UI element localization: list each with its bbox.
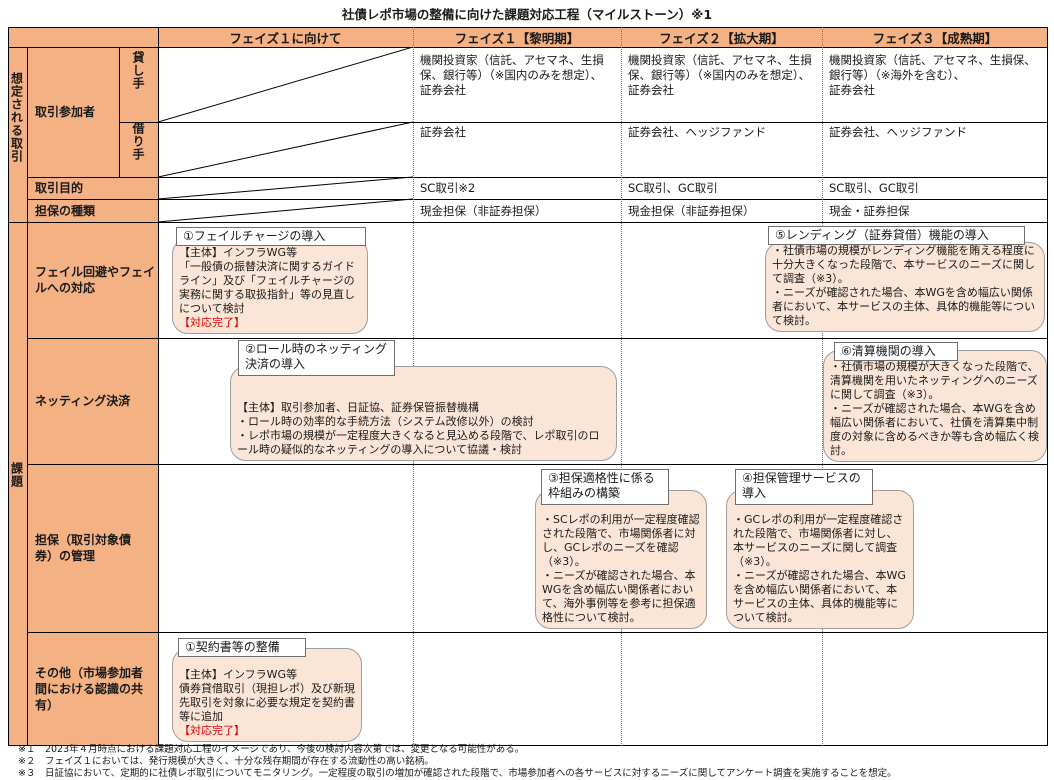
cell-collateral-phase2: 現金担保（非証券担保）	[628, 204, 755, 218]
row-label-participants: 取引参加者	[35, 105, 96, 119]
item-ccp-body: ・社債市場の規模が大きくなった段階で、清算機関を用いたネッティングへのニーズに関…	[830, 360, 1039, 457]
cell-purpose-phase1: SC取引※2	[420, 181, 476, 195]
item-coll-service-body: ・GCレポの利用が一定程度確認された段階で、市場関係者に対し、本サービスのニーズ…	[733, 513, 906, 624]
row-label-netting: ネッティング決済	[35, 394, 131, 408]
item-ccp-tag: ⑥清算機関の導入	[834, 342, 958, 361]
grid-header-bottom	[8, 47, 1048, 48]
item-eligibility: ・SCレポの利用が一定程度確認された段階で、市場関係者に対し、GCレポのニーズを…	[535, 490, 707, 629]
side-label-assumed: 想定される取引	[9, 72, 24, 163]
cell-borrower-phase3: 証券会社、ヘッジファンド	[829, 125, 967, 139]
cell-collateral-phase1: 現金担保（非証券担保）	[420, 204, 547, 218]
diagonal-strikes	[158, 47, 413, 222]
item-ccp: ・社債市場の規模が大きくなった段階で、清算機関を用いたネッティングへのニーズに関…	[823, 350, 1047, 462]
row-label-fail: フェイル回避やフェイルへの対応	[35, 265, 156, 295]
label-column-bg	[8, 47, 158, 633]
grid-right	[1047, 27, 1048, 746]
row-label-borrower: 借り手	[131, 122, 145, 161]
header-phase2: フェイズ２【拡大期】	[659, 30, 784, 46]
grid-collmgmt-bottom	[27, 632, 1048, 633]
item-roll-netting: 【主体】取引参加者、日証協、証券保管振替機構 ・ロール時の効率的な手続方法（シス…	[230, 366, 617, 461]
header-phase0: フェイズ１に向けて	[229, 30, 342, 46]
item-fail-charge-tag: ①フェイルチャージの導入	[176, 227, 366, 246]
label-column-bg-bottom	[8, 633, 158, 745]
cell-purpose-phase2: SC取引、GC取引	[628, 181, 718, 195]
header-row-bg	[8, 27, 1048, 47]
row-label-other: その他（市場参加者間における認識の共有）	[35, 665, 144, 712]
cell-borrower-phase2: 証券会社、ヘッジファンド	[628, 125, 766, 139]
item-fail-charge: 【主体】インフラWG等 「一般債の振替決済に関するガイドライン」及び「フェイルチ…	[172, 238, 368, 334]
grid-side-col	[27, 47, 28, 746]
item-lending-body: ・社債市場の規模がレンディング機能を賄える程度に十分大きくなった段階で、本サービ…	[772, 244, 1036, 327]
cell-purpose-phase3: SC取引、GC取引	[829, 181, 919, 195]
grid-left	[8, 27, 9, 746]
item-contract-tag: ①契約書等の整備	[178, 638, 306, 657]
cell-lender-phase3: 機関投資家（信託、アセマネ、生損保、銀行等）（※海外を含む）、 証券会社	[829, 53, 1036, 97]
phase2-divider	[621, 27, 622, 746]
item-fail-charge-done: 【対応完了】	[179, 316, 245, 329]
page-title: 社債レポ市場の整備に向けた課題対応工程（マイルストーン）※1	[341, 7, 713, 22]
cell-lender-phase1: 機関投資家（信託、アセマネ、生損保、銀行等）（※国内のみを想定）、 証券会社	[420, 53, 604, 97]
item-coll-service: ・GCレポの利用が一定程度確認された段階で、市場関係者に対し、本サービスのニーズ…	[726, 490, 914, 629]
item-lending: ・社債市場の規模がレンディング機能を賄える程度に十分大きくなった段階で、本サービ…	[765, 242, 1045, 332]
header-phase1: フェイズ１【黎明期】	[454, 30, 580, 46]
grid-lender-bottom	[119, 122, 1048, 123]
item-eligibility-body: ・SCレポの利用が一定程度確認された段階で、市場関係者に対し、GCレポのニーズを…	[542, 513, 700, 624]
item-coll-service-tag: ④担保管理サービスの導入	[735, 469, 873, 505]
item-contract-done: 【対応完了】	[179, 724, 245, 737]
row-label-collateral-mgmt: 担保（取引対象債券）の管理	[35, 533, 132, 563]
item-contract-body: 【主体】インフラWG等 債券貸借取引（現担レポ）及び新現先取引を対象に必要な規定…	[179, 668, 355, 723]
grid-top	[8, 27, 1048, 28]
header-phase3: フェイズ３【成熟期】	[872, 30, 998, 46]
footnote-2: ※２ フェイズ１においては、発行規模が大きく、十分な残存期間が存在する流動性の高…	[18, 756, 434, 767]
grid-participants-bottom	[27, 177, 1048, 178]
grid-sub-col	[119, 47, 120, 177]
grid-netting-bottom	[27, 464, 1048, 465]
item-eligibility-tag: ③担保適格性に係る枠組みの構築	[541, 469, 669, 505]
grid-section-divider	[8, 222, 1048, 223]
footnote-3: ※３ 日証協において、定期的に社債レポ取引についてモニタリング。一定程度の取引の…	[18, 768, 897, 779]
item-contract: 【主体】インフラWG等 債券貸借取引（現担レポ）及び新現先取引を対象に必要な規定…	[172, 648, 362, 742]
item-fail-charge-body: 【主体】インフラWG等 「一般債の振替決済に関するガイドライン」及び「フェイルチ…	[179, 246, 355, 315]
row-label-lender: 貸し手	[131, 51, 145, 90]
side-label-issues: 課題	[9, 462, 24, 488]
grid-purpose-bottom	[27, 199, 1048, 200]
grid-label-right	[158, 27, 159, 746]
phase3-divider	[822, 27, 823, 746]
item-lending-tag: ⑤レンディング（証券貸借）機能の導入	[768, 226, 1025, 245]
item-roll-netting-tag: ②ロール時のネッティング決済の導入	[238, 340, 395, 376]
row-label-purpose: 取引目的	[35, 181, 84, 195]
grid-bottom	[8, 745, 1048, 746]
grid-fail-bottom	[27, 338, 1048, 339]
cell-collateral-phase3: 現金・証券担保	[829, 204, 910, 218]
cell-lender-phase2: 機関投資家（信託、アセマネ、生損保、銀行等）（※国内のみを想定）、 証券会社	[628, 53, 812, 97]
cell-borrower-phase1: 証券会社	[420, 125, 466, 139]
row-label-collateral: 担保の種類	[35, 203, 96, 218]
item-roll-netting-body: 【主体】取引参加者、日証協、証券保管振替機構 ・ロール時の効率的な手続方法（シス…	[237, 401, 600, 456]
footnote-1: ※１ 2023年４月時点における課題対応工程のイメージであり、今後の検討内容次第…	[18, 744, 525, 755]
